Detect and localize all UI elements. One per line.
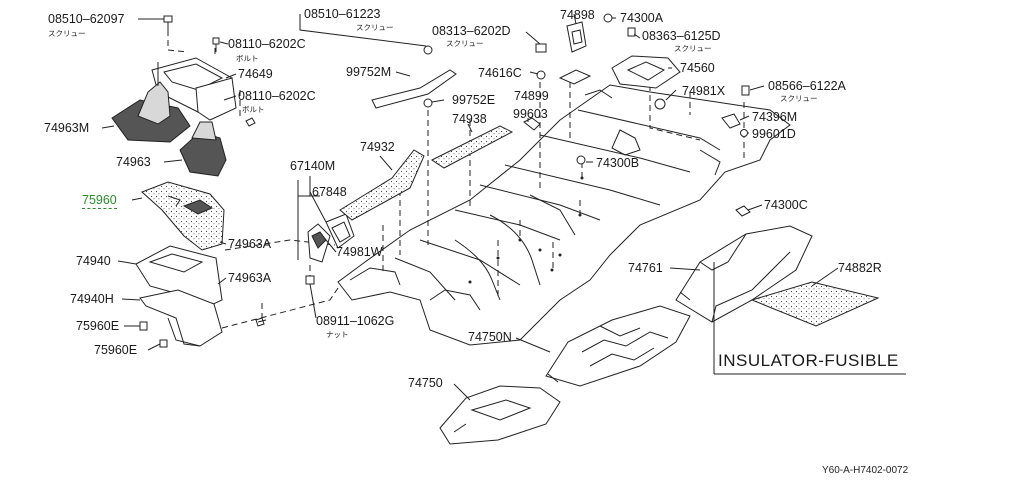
label-74616c[interactable]: 74616C: [478, 66, 522, 80]
label-08566-6122a[interactable]: 08566–6122A: [768, 79, 846, 93]
note-screw-2: スクリュー: [356, 23, 394, 32]
label-74750[interactable]: 74750: [408, 376, 443, 390]
diagram-reference: Y60-A-H7402-0072: [822, 465, 909, 476]
label-74938[interactable]: 74938: [452, 112, 487, 126]
label-74761[interactable]: 74761: [628, 261, 663, 275]
label-74932[interactable]: 74932: [360, 140, 395, 154]
heat-insulators: [439, 225, 813, 445]
label-75960-highlighted[interactable]: 75960: [82, 193, 117, 208]
label-08363-6125d[interactable]: 08363–6125D: [642, 29, 721, 43]
note-nut: ナット: [326, 330, 349, 339]
label-74560[interactable]: 74560: [680, 61, 715, 75]
label-99752m[interactable]: 99752M: [346, 65, 392, 79]
insulator-inset: [713, 262, 906, 375]
note-bolt-2: ボルト: [242, 105, 265, 114]
label-74899[interactable]: 74899: [514, 89, 549, 103]
note-screw-5: スクリュー: [780, 94, 818, 103]
label-99752e[interactable]: 99752E: [452, 93, 496, 107]
leader-lines: [101, 13, 839, 401]
label-08510-62097[interactable]: 08510–62097: [48, 12, 125, 26]
label-74963a-2[interactable]: 74963A: [228, 271, 272, 285]
insulator-caption: INSULATOR-FUSIBLE: [718, 351, 899, 370]
note-screw: スクリュー: [48, 29, 86, 38]
label-75960e-2[interactable]: 75960E: [94, 343, 138, 357]
label-74300a[interactable]: 74300A: [620, 11, 664, 25]
label-08911-1062g[interactable]: 08911–1062G: [316, 314, 395, 328]
note-bolt: ボルト: [236, 54, 259, 63]
label-08110-6202c-2[interactable]: 08110–6202C: [238, 89, 316, 103]
middle-parts: [297, 13, 751, 285]
label-99603[interactable]: 99603: [513, 107, 548, 121]
label-74649[interactable]: 74649: [238, 67, 273, 81]
label-75960e[interactable]: 75960E: [76, 319, 120, 333]
label-74963m[interactable]: 74963M: [44, 121, 90, 135]
label-74882r[interactable]: 74882R: [838, 261, 882, 275]
label-74981w[interactable]: 74981W: [336, 245, 383, 259]
note-screw-4: スクリュー: [674, 44, 712, 53]
label-74300b[interactable]: 74300B: [596, 156, 640, 170]
label-74898[interactable]: 74898: [560, 8, 595, 22]
note-screw-3: スクリュー: [446, 39, 484, 48]
label-08510-61223[interactable]: 08510–61223: [304, 7, 381, 21]
label-08313-6202d[interactable]: 08313–6202D: [432, 24, 511, 38]
label-74396m[interactable]: 74396M: [752, 110, 798, 124]
label-74981x[interactable]: 74981X: [682, 84, 726, 98]
label-67140m[interactable]: 67140M: [290, 159, 336, 173]
label-08110-6202c[interactable]: 08110–6202C: [228, 37, 306, 51]
label-74963a[interactable]: 74963A: [228, 237, 272, 251]
label-99601d[interactable]: 99601D: [752, 127, 796, 141]
console-assembly: [111, 15, 265, 348]
label-67848[interactable]: 67848: [312, 185, 347, 199]
label-74963[interactable]: 74963: [116, 155, 151, 169]
label-74940h[interactable]: 74940H: [70, 292, 114, 306]
label-74940[interactable]: 74940: [76, 254, 111, 268]
label-74300c[interactable]: 74300C: [764, 198, 808, 212]
label-74750n[interactable]: 74750N: [468, 330, 512, 344]
